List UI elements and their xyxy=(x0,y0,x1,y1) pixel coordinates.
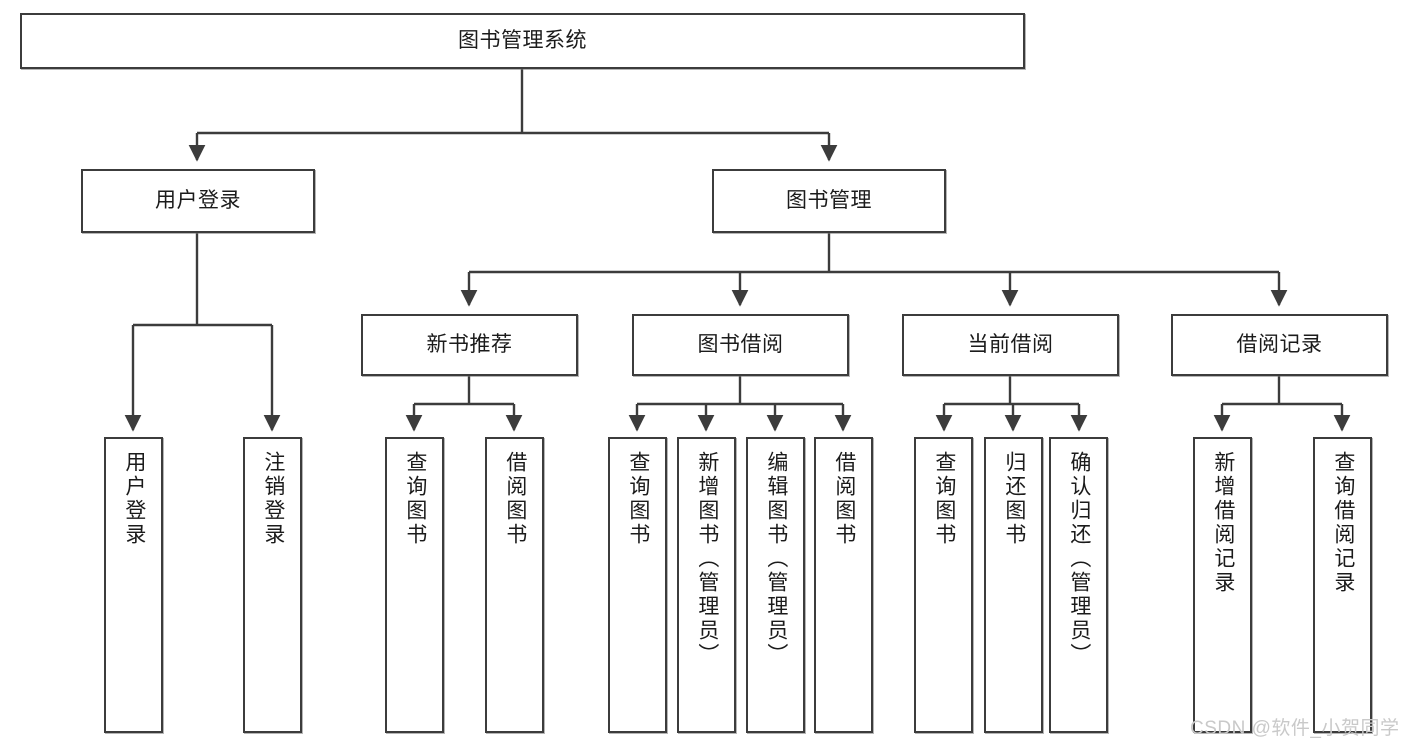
node-label: 用户登录 xyxy=(155,188,241,212)
node-new-book-recommend[interactable]: 新书推荐 xyxy=(361,314,578,376)
node-book-borrow[interactable]: 图书借阅 xyxy=(632,314,849,376)
node-label: 图书管理 xyxy=(786,188,872,212)
node-label: 查询图书 xyxy=(626,451,650,547)
node-label: 用户登录 xyxy=(122,451,146,547)
leaf-confirm-return-admin[interactable]: 确认归还（管理员） xyxy=(1049,437,1108,733)
leaf-query-book-current[interactable]: 查询图书 xyxy=(914,437,973,733)
node-borrow-record[interactable]: 借阅记录 xyxy=(1171,314,1388,376)
node-label: 查询借阅记录 xyxy=(1331,451,1355,595)
node-label: 确认归还（管理员） xyxy=(1067,451,1091,667)
node-label: 新增借阅记录 xyxy=(1211,451,1235,595)
node-label: 查询图书 xyxy=(403,451,427,547)
node-label: 编辑图书（管理员） xyxy=(764,451,788,667)
leaf-add-borrow-record[interactable]: 新增借阅记录 xyxy=(1193,437,1252,733)
node-label: 注销登录 xyxy=(261,451,285,547)
node-label: 图书借阅 xyxy=(697,332,784,356)
node-user-login[interactable]: 用户登录 xyxy=(81,169,315,233)
leaf-query-book[interactable]: 查询图书 xyxy=(608,437,667,733)
node-label: 新书推荐 xyxy=(426,332,513,356)
leaf-query-book-new[interactable]: 查询图书 xyxy=(385,437,444,733)
node-label: 归还图书 xyxy=(1002,451,1026,547)
node-label: 借阅图书 xyxy=(832,451,856,547)
csdn-watermark: CSDN @软件_小贺同学 xyxy=(1190,718,1400,739)
leaf-borrow-book-new[interactable]: 借阅图书 xyxy=(485,437,544,733)
leaf-logout[interactable]: 注销登录 xyxy=(243,437,302,733)
node-label: 借阅图书 xyxy=(503,451,527,547)
leaf-return-book[interactable]: 归还图书 xyxy=(984,437,1043,733)
node-label: 当前借阅 xyxy=(967,332,1054,356)
leaf-query-borrow-record[interactable]: 查询借阅记录 xyxy=(1313,437,1372,733)
leaf-user-login[interactable]: 用户登录 xyxy=(104,437,163,733)
leaf-add-book-admin[interactable]: 新增图书（管理员） xyxy=(677,437,736,733)
node-label: 查询图书 xyxy=(932,451,956,547)
node-label: 图书管理系统 xyxy=(458,28,587,52)
node-current-borrow[interactable]: 当前借阅 xyxy=(902,314,1119,376)
node-label: 新增图书（管理员） xyxy=(695,451,719,667)
node-root-system[interactable]: 图书管理系统 xyxy=(20,13,1025,69)
node-book-management[interactable]: 图书管理 xyxy=(712,169,946,233)
leaf-borrow-book[interactable]: 借阅图书 xyxy=(814,437,873,733)
node-label: 借阅记录 xyxy=(1236,332,1323,356)
leaf-edit-book-admin[interactable]: 编辑图书（管理员） xyxy=(746,437,805,733)
